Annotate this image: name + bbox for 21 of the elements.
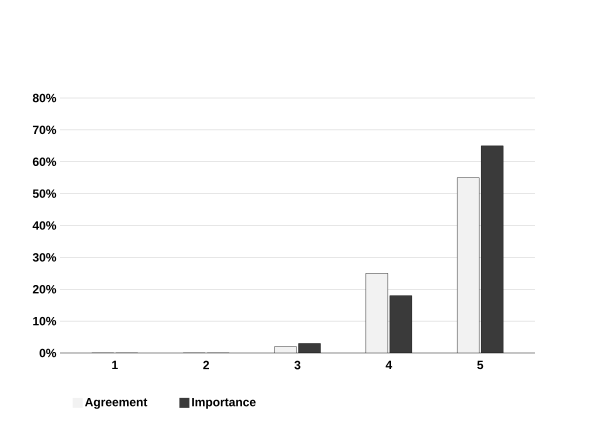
bar: [366, 273, 388, 353]
x-tick-label: 1: [112, 360, 118, 370]
y-tick-label: 10%: [33, 316, 56, 326]
y-tick-label: 20%: [32, 285, 56, 294]
y-tick-label: 70%: [32, 126, 56, 134]
legend-label: Agreement: [85, 398, 148, 409]
x-tick-label: 5: [477, 360, 484, 370]
y-tick-label: 50%: [32, 189, 56, 198]
y-tick-label: 80%: [32, 94, 56, 102]
x-tick-label: 2: [203, 360, 210, 370]
bar: [390, 295, 412, 353]
x-tick-label: 3: [294, 360, 300, 370]
y-tick-label: 30%: [32, 253, 56, 262]
legend-label: Importance: [192, 398, 256, 409]
x-tick-label: 4: [386, 360, 392, 370]
y-tick-label: 0%: [40, 348, 56, 358]
bar: [480, 146, 504, 353]
bar: [456, 177, 480, 353]
bar: [298, 343, 321, 353]
y-tick-label: 60%: [32, 158, 56, 166]
y-tick-label: 40%: [32, 221, 56, 230]
